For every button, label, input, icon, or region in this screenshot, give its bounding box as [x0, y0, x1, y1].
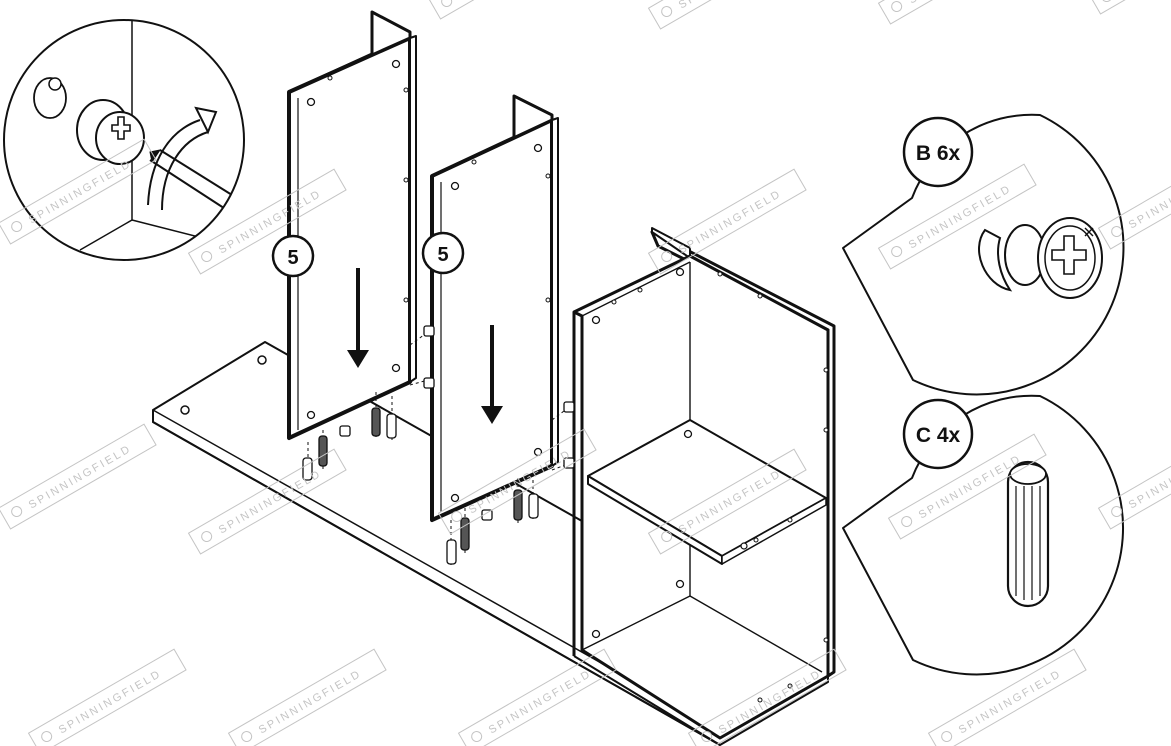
- bee-logo-icon: [201, 531, 213, 543]
- cabinet-box: [572, 227, 836, 746]
- bee-logo-icon: [11, 221, 23, 233]
- watermark-text: SPINNINGFIELD: [27, 443, 134, 512]
- bee-logo-icon: [201, 251, 213, 263]
- step-badge-left: 5: [271, 234, 315, 278]
- watermark-stamp: SPINNINGFIELD: [647, 0, 807, 30]
- part-label-c: C 4x: [916, 424, 961, 447]
- watermark-stamp: SPINNINGFIELD: [1087, 0, 1171, 15]
- wooden-dowel-icon: [1006, 460, 1050, 608]
- bee-logo-icon: [41, 731, 53, 743]
- step-number-left: 5: [287, 247, 298, 269]
- detail-callout-cam-lock: [3, 19, 245, 261]
- watermark-stamp: SPINNINGFIELD: [227, 648, 387, 746]
- part-label-b: B 6x: [916, 142, 961, 165]
- side-panel-left: [287, 10, 417, 440]
- step-badge-middle: 5: [421, 231, 465, 275]
- watermark-stamp: SPINNINGFIELD: [427, 0, 587, 20]
- watermark-text: SPINNINGFIELD: [257, 668, 364, 737]
- watermark-text: SPINNINGFIELD: [57, 668, 164, 737]
- watermark-stamp: SPINNINGFIELD: [27, 648, 187, 746]
- part-callout-c: C 4x: [842, 394, 1124, 676]
- watermark-stamp: SPINNINGFIELD: [647, 168, 807, 275]
- bee-logo-icon: [661, 6, 673, 18]
- bee-logo-icon: [661, 531, 673, 543]
- watermark-stamp: SPINNINGFIELD: [0, 423, 157, 530]
- bee-logo-icon: [471, 731, 483, 743]
- watermark-text: SPINNINGFIELD: [1127, 163, 1171, 232]
- bee-logo-icon: [451, 511, 463, 523]
- watermark-text: SPINNINGFIELD: [487, 668, 594, 737]
- bee-logo-icon: [701, 731, 713, 743]
- side-panel-middle: [430, 94, 559, 522]
- bee-logo-icon: [241, 731, 253, 743]
- bee-logo-icon: [891, 1, 903, 13]
- cam-lock-tightening-icon: [33, 20, 244, 251]
- step-number-middle: 5: [437, 244, 448, 266]
- bee-logo-icon: [891, 246, 903, 258]
- watermark-stamp: SPINNINGFIELD: [877, 0, 1037, 25]
- watermark-text: SPINNINGFIELD: [677, 188, 784, 257]
- cam-lock-icon: [978, 217, 1103, 299]
- bee-logo-icon: [941, 731, 953, 743]
- bee-logo-icon: [1111, 506, 1123, 518]
- watermark-text: SPINNINGFIELD: [1127, 443, 1171, 512]
- part-callout-b: B 6x: [842, 113, 1125, 396]
- bee-logo-icon: [11, 506, 23, 518]
- watermark-text: SPINNINGFIELD: [957, 668, 1064, 737]
- bee-logo-icon: [901, 516, 913, 528]
- bee-logo-icon: [1111, 226, 1123, 238]
- bee-logo-icon: [1101, 0, 1113, 3]
- bee-logo-icon: [661, 251, 673, 263]
- bee-logo-icon: [441, 0, 453, 8]
